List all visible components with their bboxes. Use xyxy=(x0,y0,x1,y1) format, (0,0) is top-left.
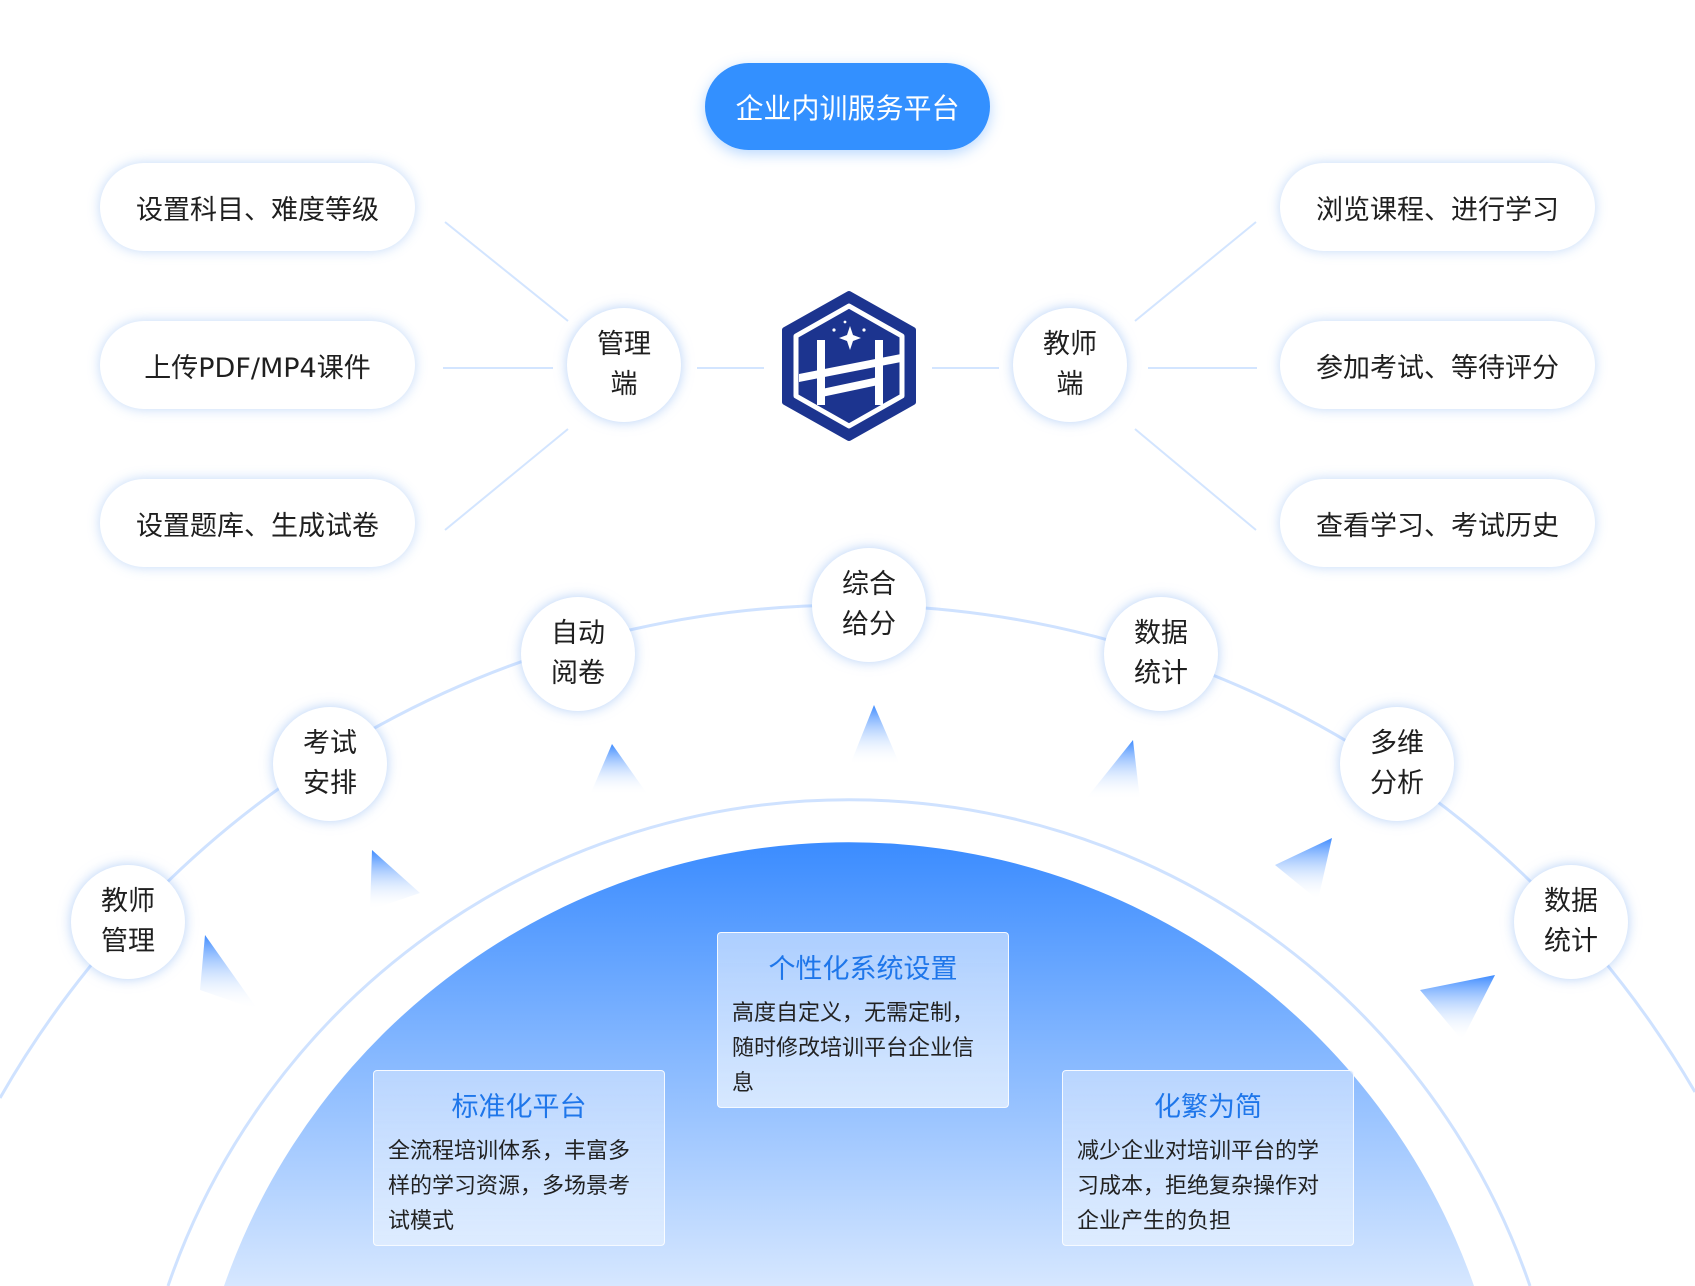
arc-node: 数据统计 xyxy=(1104,597,1218,711)
teacher-label-1: 教师 xyxy=(1043,329,1097,360)
arc-node-line: 教师 xyxy=(101,886,155,917)
feature-card-custom: 个性化系统设置 高度自定义，无需定制，随时修改培训平台企业信息 xyxy=(717,932,1009,1108)
platform-title: 企业内训服务平台 xyxy=(705,63,990,150)
card-body: 高度自定义，无需定制，随时修改培训平台企业信息 xyxy=(732,1001,975,1096)
arc-node-line: 数据 xyxy=(1134,618,1188,649)
arc-node-line: 统计 xyxy=(1134,658,1188,689)
arc-node-line: 考试 xyxy=(303,728,357,759)
inner-arc xyxy=(166,798,1532,1286)
connector-lines xyxy=(443,221,1257,531)
arc-node-line: 综合 xyxy=(842,569,896,600)
arc-node: 自动阅卷 xyxy=(521,597,635,711)
card-body: 全流程培训体系，丰富多样的学习资源，多场景考试模式 xyxy=(388,1139,631,1234)
teacher-item: 浏览课程、进行学习 xyxy=(1280,163,1595,251)
teacher-node: 教师 端 xyxy=(1013,308,1127,422)
arc-node-line: 安排 xyxy=(303,768,357,799)
card-title: 个性化系统设置 xyxy=(768,954,958,985)
admin-label-2: 端 xyxy=(610,369,638,400)
arc-node: 考试安排 xyxy=(273,707,387,821)
pointer-triangles xyxy=(200,705,1495,1040)
admin-node: 管理 端 xyxy=(567,308,681,422)
teacher-item: 参加考试、等待评分 xyxy=(1280,321,1595,409)
logo-icon xyxy=(782,291,916,441)
arc-node-line: 数据 xyxy=(1544,886,1598,917)
teacher-label-2: 端 xyxy=(1056,369,1084,400)
card-title: 化繁为简 xyxy=(1154,1092,1262,1123)
arc-node: 多维分析 xyxy=(1340,707,1454,821)
arc-node: 教师管理 xyxy=(71,865,185,979)
card-title: 标准化平台 xyxy=(451,1092,587,1123)
arc-node: 数据统计 xyxy=(1514,865,1628,979)
arc-node-line: 阅卷 xyxy=(551,658,605,689)
admin-item: 上传PDF/MP4课件 xyxy=(100,321,415,409)
arc-node-line: 给分 xyxy=(842,609,896,640)
card-body: 减少企业对培训平台的学习成本，拒绝复杂操作对企业产生的负担 xyxy=(1077,1139,1320,1234)
feature-card-standard: 标准化平台 全流程培训体系，丰富多样的学习资源，多场景考试模式 xyxy=(373,1070,665,1246)
arc-node: 综合给分 xyxy=(812,548,926,662)
arc-node-line: 统计 xyxy=(1544,926,1598,957)
admin-item: 设置科目、难度等级 xyxy=(100,163,415,251)
admin-item: 设置题库、生成试卷 xyxy=(100,479,415,567)
feature-card-simple: 化繁为简 减少企业对培训平台的学习成本，拒绝复杂操作对企业产生的负担 xyxy=(1062,1070,1354,1246)
arc-node-line: 多维 xyxy=(1370,728,1424,759)
teacher-item: 查看学习、考试历史 xyxy=(1280,479,1595,567)
arc-node-line: 管理 xyxy=(101,926,155,957)
arc-node-line: 自动 xyxy=(551,618,605,649)
arc-node-line: 分析 xyxy=(1370,768,1424,799)
admin-label-1: 管理 xyxy=(597,329,651,360)
